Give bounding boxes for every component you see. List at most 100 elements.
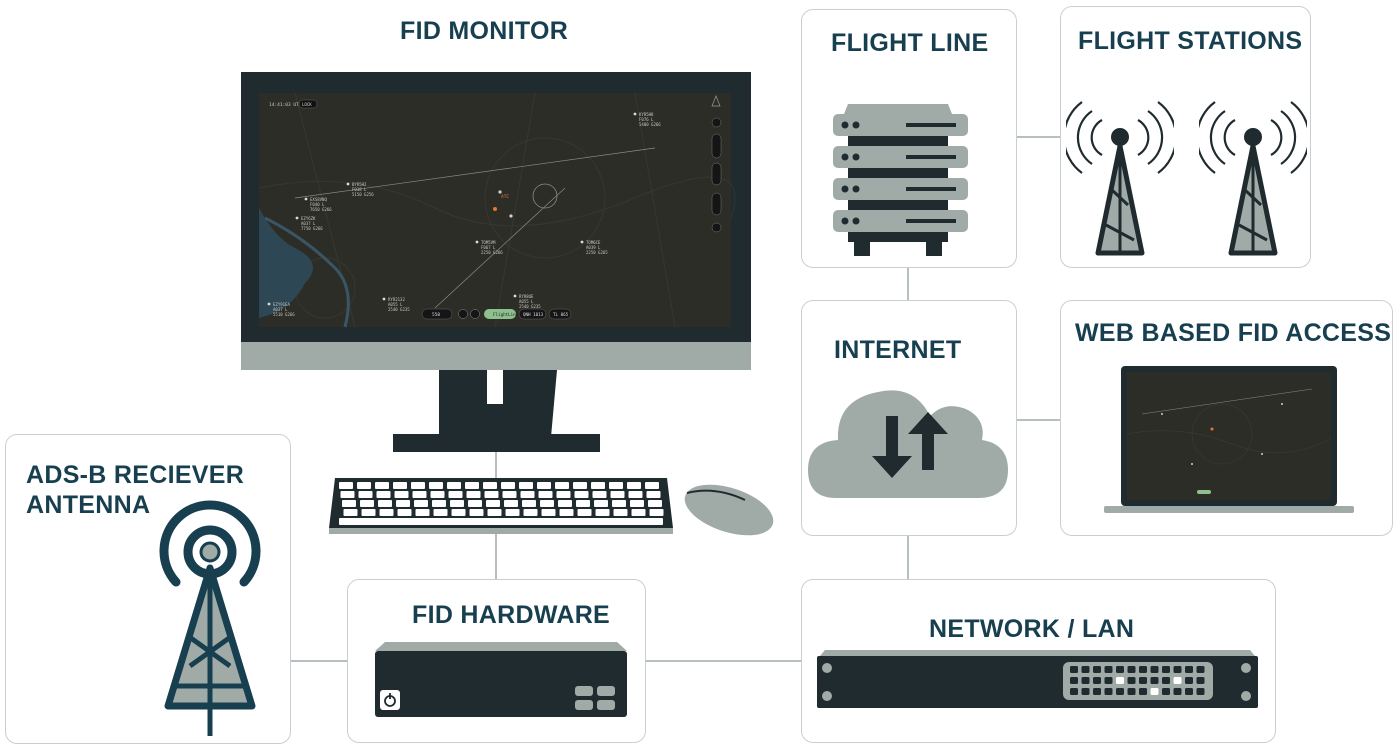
track-label-line: 7750 G266 [301, 226, 323, 231]
internet-title: INTERNET [834, 336, 962, 364]
network-port [1196, 666, 1205, 673]
key [360, 500, 374, 507]
network-port [1104, 688, 1113, 695]
network-port [1127, 688, 1136, 695]
network-port [1173, 677, 1182, 684]
key [522, 500, 536, 507]
key [646, 491, 661, 498]
keyboard [329, 478, 673, 534]
screen-flightline-label: FlightLine [493, 312, 519, 317]
key [519, 482, 533, 489]
key [450, 500, 464, 507]
network-port [1093, 688, 1101, 695]
laptop-icon [1104, 366, 1354, 513]
key [502, 491, 517, 498]
network-port [1196, 688, 1205, 695]
network-port [1081, 688, 1090, 695]
key [466, 491, 481, 498]
track-label-line: 5400 G266 [639, 122, 661, 127]
network-switch-icon [817, 650, 1258, 708]
network-port [1173, 688, 1182, 695]
svg-text:ATC: ATC [501, 194, 509, 200]
key [358, 491, 373, 498]
network-port [1139, 666, 1147, 673]
network-port [1150, 688, 1159, 695]
track-label-line: A055 L [388, 302, 403, 307]
track-label-line: F076 L [639, 117, 654, 122]
network-port [1139, 677, 1147, 684]
track-label-line: 2250 G265 [586, 250, 608, 255]
key [630, 500, 644, 507]
connector-flightline-internet [907, 268, 909, 301]
network-port [1116, 688, 1124, 695]
network-port [1185, 677, 1193, 684]
key [357, 482, 371, 489]
key [415, 509, 430, 516]
key [612, 500, 626, 507]
key [342, 500, 356, 507]
track-label-line: 5510 G266 [273, 312, 295, 317]
flight-line-title: FLIGHT LINE [831, 29, 989, 57]
screen-lock-label: LOCK [302, 102, 312, 107]
key [577, 509, 592, 516]
track-label-line: TOM5VM [481, 240, 496, 245]
track-label-line: F067 L [481, 245, 496, 250]
radio-tower-icon [1199, 101, 1307, 256]
screen-time: 14:41:03 UTC [269, 102, 302, 108]
key [430, 491, 445, 498]
key [541, 509, 556, 516]
key [592, 491, 607, 498]
key [631, 509, 646, 516]
track-label-line: F038 L [352, 187, 367, 192]
network-port [1093, 677, 1101, 684]
screen-zoom-value: 550 [432, 312, 440, 318]
track-label-line: EZY6ZK [301, 216, 316, 221]
receiver-antenna-icon [159, 500, 261, 736]
key [361, 509, 376, 516]
connector-hardware-network [645, 660, 803, 662]
key [556, 491, 571, 498]
key [501, 482, 515, 489]
screen-qnh-label: QNH 1013 [523, 312, 544, 317]
key [523, 509, 538, 516]
connector-antenna-hardware [290, 660, 348, 662]
connector-internet-network [907, 535, 909, 581]
track-label-line: EZY91EA [273, 302, 290, 307]
network-port [1070, 688, 1078, 695]
network-port [1162, 688, 1170, 695]
track-label-line: BYR5H2 [352, 182, 367, 187]
key-row [339, 518, 663, 525]
key [591, 482, 605, 489]
network-port [1127, 666, 1136, 673]
network-port [1150, 666, 1159, 673]
network-port [1093, 666, 1101, 673]
key [537, 482, 551, 489]
track-label-line: A055 L [519, 299, 534, 304]
track-label-line: RYR2132 [388, 297, 405, 302]
network-port [1173, 666, 1182, 673]
mouse [684, 484, 774, 536]
key [486, 500, 500, 507]
network-port [1070, 677, 1078, 684]
track-label-line: EXS8VNQ [310, 197, 327, 202]
fid-monitor-title: FID MONITOR [400, 17, 569, 45]
key [483, 482, 497, 489]
network-title: NETWORK / LAN [929, 615, 1135, 643]
network-port [1081, 666, 1090, 673]
fid-hardware-title: FID HARDWARE [412, 601, 611, 629]
screen-tl-label: TL 065 [553, 312, 569, 317]
key [573, 482, 587, 489]
network-port [1162, 677, 1170, 684]
cloud-transfer-icon [808, 390, 1008, 498]
network-port [1139, 688, 1147, 695]
key [504, 500, 518, 507]
key [375, 482, 389, 489]
key [468, 500, 482, 507]
